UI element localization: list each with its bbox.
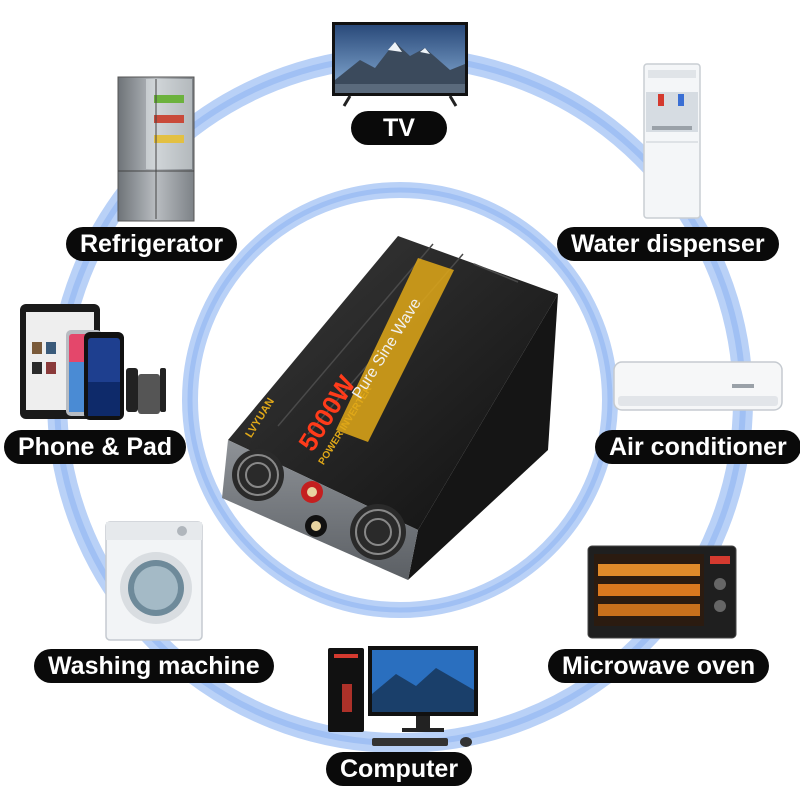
washing-machine-icon <box>105 521 203 641</box>
phone-pad-icon <box>20 304 166 420</box>
water-dispenser-icon <box>643 63 701 219</box>
label-air-conditioner: Air conditioner <box>595 430 800 464</box>
microwave-oven-icon <box>587 545 737 639</box>
computer-icon <box>328 646 478 747</box>
label-washing-machine: Washing machine <box>34 649 274 683</box>
fan-icon <box>232 449 284 501</box>
label-water-dispenser: Water dispenser <box>557 227 779 261</box>
air-conditioner-icon <box>613 361 783 411</box>
refrigerator-icon <box>117 76 195 222</box>
label-tv: TV <box>351 111 447 145</box>
label-refrigerator: Refrigerator <box>66 227 238 261</box>
fan-icon <box>350 504 406 560</box>
tv-icon <box>332 22 468 107</box>
inverter-icon <box>222 236 558 580</box>
label-computer: Computer <box>326 752 473 786</box>
label-microwave-oven: Microwave oven <box>548 649 770 683</box>
label-phone-pad: Phone & Pad <box>4 430 187 464</box>
